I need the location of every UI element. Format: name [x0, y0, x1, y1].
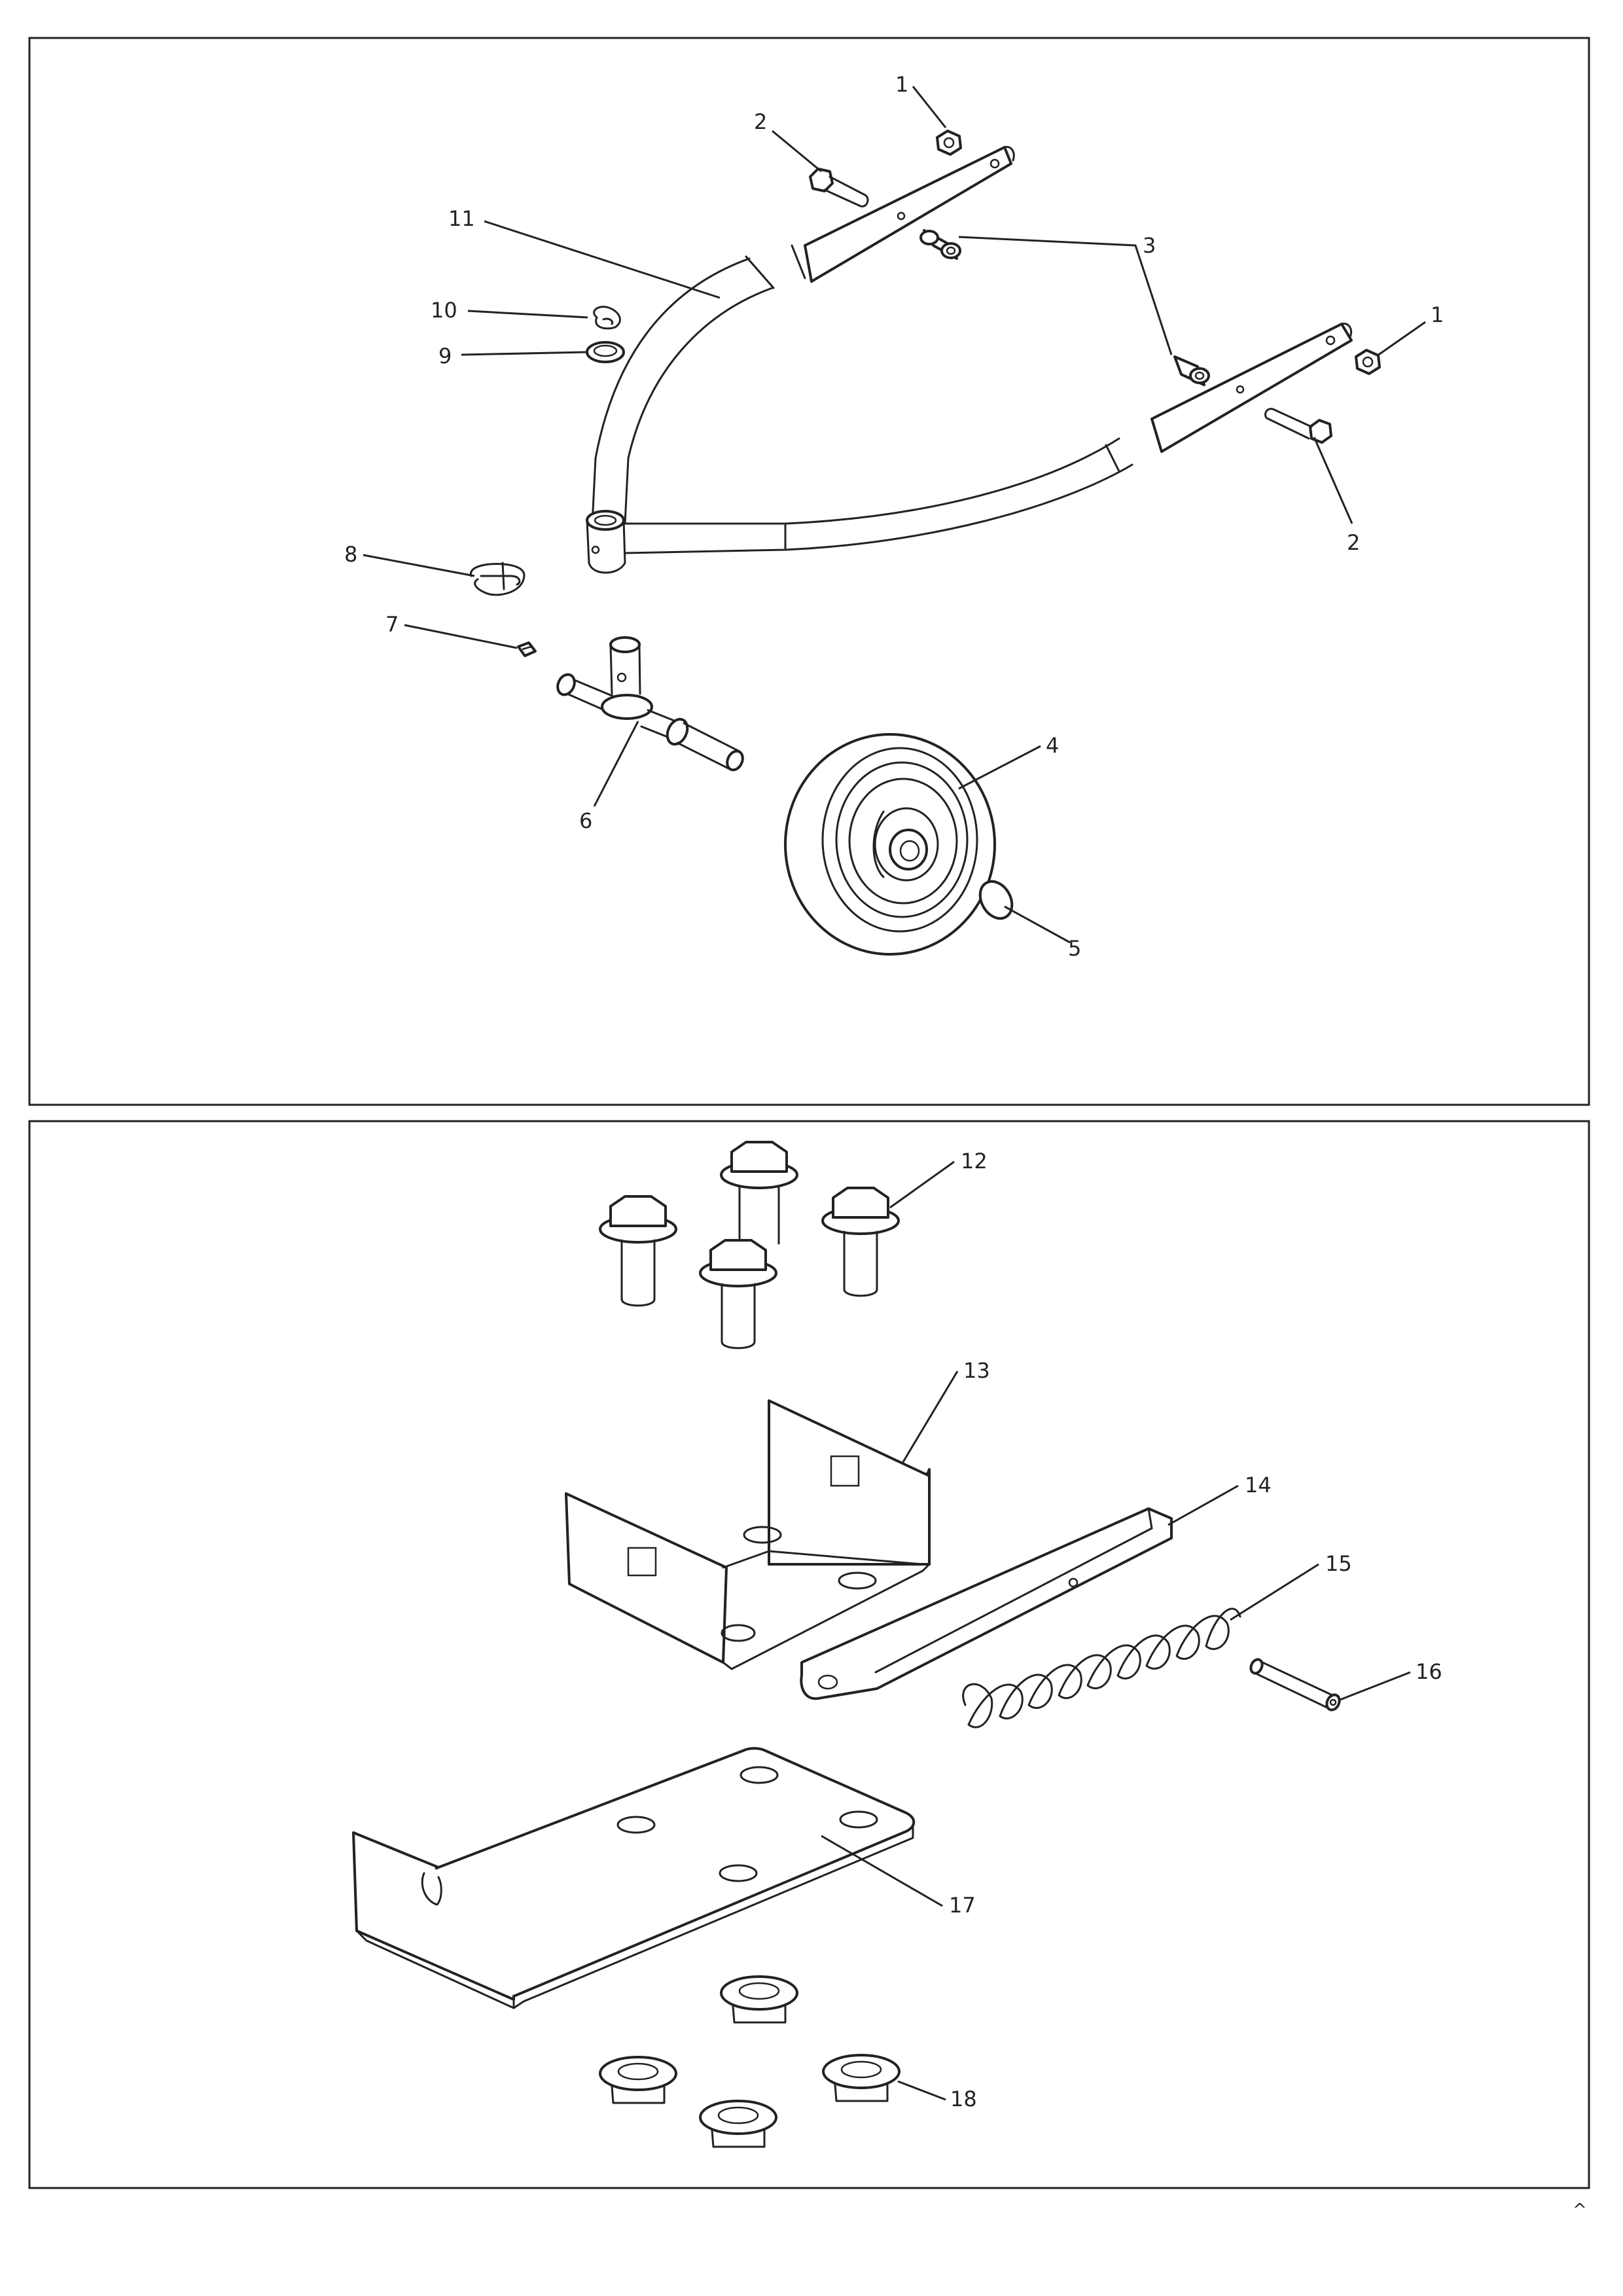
leader-lines-upper — [363, 86, 1426, 944]
panel-frame-lower — [28, 1120, 1590, 2189]
l-plate — [352, 1747, 916, 2009]
callout-12: 12 — [961, 1149, 988, 1174]
callout-16: 16 — [1416, 1659, 1442, 1684]
upper-assembly: 1 2 3 1 2 11 10 9 8 7 6 4 5 — [344, 72, 1444, 961]
callout-5: 5 — [1068, 936, 1081, 961]
callout-17: 17 — [949, 1893, 976, 1918]
axle-swivel — [556, 636, 744, 772]
callout-14: 14 — [1245, 1473, 1272, 1498]
callout-9: 9 — [438, 344, 452, 368]
callout-3: 3 — [1143, 233, 1156, 258]
leader-lines-lower — [821, 1160, 1411, 2101]
wheel — [784, 733, 996, 956]
nut-right — [1355, 349, 1381, 375]
hub-cap — [978, 880, 1014, 920]
flange-nut — [599, 2056, 677, 2104]
flange-nut — [720, 1975, 798, 2024]
arm-bar — [800, 1507, 1173, 1700]
clip — [470, 562, 526, 596]
nut-top — [936, 130, 962, 156]
flange-bolt — [699, 1239, 777, 1350]
pin — [1249, 1658, 1341, 1712]
spacer-right — [1173, 355, 1210, 386]
callout-18: 18 — [950, 2087, 977, 2111]
flange-nut — [822, 2054, 901, 2102]
callout-4: 4 — [1046, 733, 1059, 758]
callout-13: 13 — [963, 1358, 990, 1383]
callout-7: 7 — [385, 612, 399, 637]
bolt-right — [1264, 408, 1332, 444]
callout-11: 11 — [448, 206, 475, 231]
washer — [586, 341, 625, 363]
callout-1-top: 1 — [895, 72, 908, 97]
tow-bar-frame — [586, 145, 1353, 574]
callout-10: 10 — [431, 298, 457, 323]
flange-bolt — [599, 1195, 677, 1307]
callout-2-top: 2 — [754, 109, 767, 134]
callout-15: 15 — [1325, 1551, 1352, 1576]
panel-frame-upper — [28, 37, 1590, 1106]
flange-bolt — [821, 1187, 900, 1297]
grease-nipple — [517, 641, 537, 657]
corner-mark: ^ — [1573, 2200, 1587, 2220]
callout-8: 8 — [344, 542, 357, 567]
spacer-top — [919, 229, 961, 260]
callout-2-right: 2 — [1347, 530, 1360, 555]
u-bracket — [565, 1399, 931, 1670]
lower-assembly: 12 13 14 15 16 17 18 — [352, 1141, 1442, 2148]
callout-6: 6 — [579, 808, 592, 833]
flange-nut — [699, 2100, 777, 2148]
callout-1-right: 1 — [1431, 302, 1444, 327]
bolt-top — [809, 168, 869, 207]
flange-bolt — [720, 1141, 798, 1245]
spring — [962, 1607, 1241, 1729]
e-clip — [593, 306, 621, 330]
